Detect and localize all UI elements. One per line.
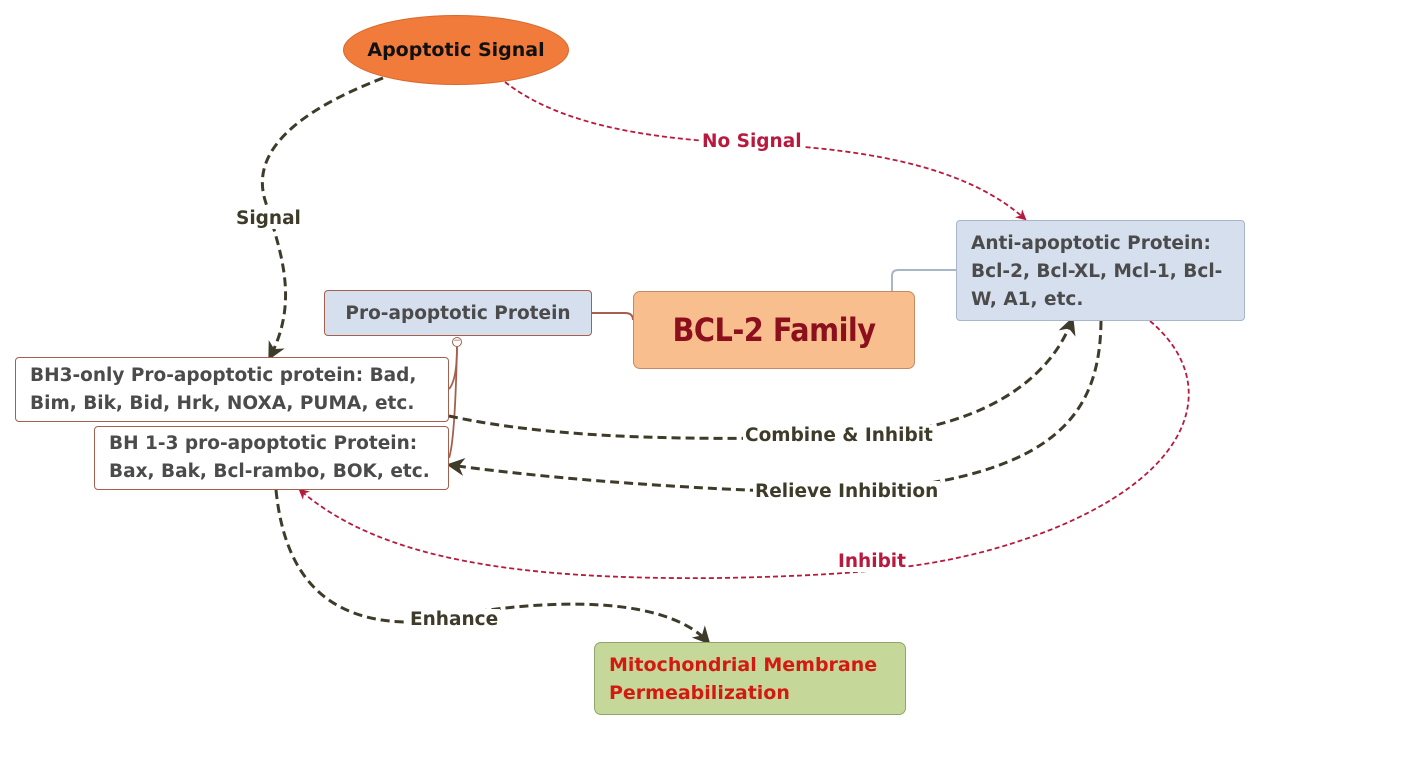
edge-label-no-signal: No Signal — [700, 131, 804, 152]
edge-label-inhibit: Inhibit — [836, 551, 908, 572]
apoptotic-signal-node[interactable]: Apoptotic Signal — [343, 15, 569, 85]
edge-enhance — [274, 489, 711, 645]
edge-label-enhance: Enhance — [408, 609, 501, 630]
bcl2-family-label: BCL-2 Family — [672, 311, 876, 349]
bh3-only-line2: Bim, Bik, Bid, Hrk, NOXA, PUMA, etc. — [30, 393, 415, 414]
bh3-only-node[interactable]: BH3-only Pro-apoptotic protein: Bad, Bim… — [15, 357, 449, 422]
anti-apoptotic-line1: Anti-apoptotic Protein: — [971, 233, 1211, 254]
branch-pro-to-bh13 — [448, 346, 458, 459]
mmp-line1: Mitochondrial Membrane — [609, 654, 878, 676]
anti-apoptotic-node[interactable]: Anti-apoptotic Protein: Bcl-2, Bcl-XL, M… — [956, 220, 1245, 321]
bh1-3-node[interactable]: BH 1-3 pro-apoptotic Protein: Bax, Bak, … — [94, 426, 449, 490]
pro-apoptotic-node[interactable]: Pro-apoptotic Protein — [324, 290, 592, 336]
bh3-only-line1: BH3-only Pro-apoptotic protein: Bad, — [30, 365, 417, 386]
edge-label-combine-inhibit: Combine & Inhibit — [743, 425, 935, 446]
edge-label-relieve-inhibition: Relieve Inhibition — [753, 481, 941, 502]
anti-apoptotic-line2: Bcl-2, Bcl-XL, Mcl-1, Bcl- — [971, 261, 1223, 282]
bcl2-family-node[interactable]: BCL-2 Family — [633, 291, 915, 369]
edge-label-signal: Signal — [234, 208, 303, 229]
pro-apoptotic-label: Pro-apoptotic Protein — [345, 302, 571, 324]
bh1-3-line2: Bax, Bak, Bcl-rambo, BOK, etc. — [109, 461, 430, 482]
branch-central-to-anti — [891, 269, 956, 291]
collapse-toggle-icon[interactable]: − — [452, 336, 462, 347]
bh1-3-line1: BH 1-3 pro-apoptotic Protein: — [109, 433, 418, 454]
mmp-line2: Permeabilization — [609, 682, 790, 704]
mitochondrial-permeabilization-node[interactable]: Mitochondrial Membrane Permeabilization — [594, 642, 906, 715]
branch-central-to-pro — [592, 312, 634, 321]
edge-signal — [260, 76, 384, 361]
anti-apoptotic-line3: W, A1, etc. — [971, 289, 1084, 310]
apoptotic-signal-label: Apoptotic Signal — [367, 39, 545, 61]
